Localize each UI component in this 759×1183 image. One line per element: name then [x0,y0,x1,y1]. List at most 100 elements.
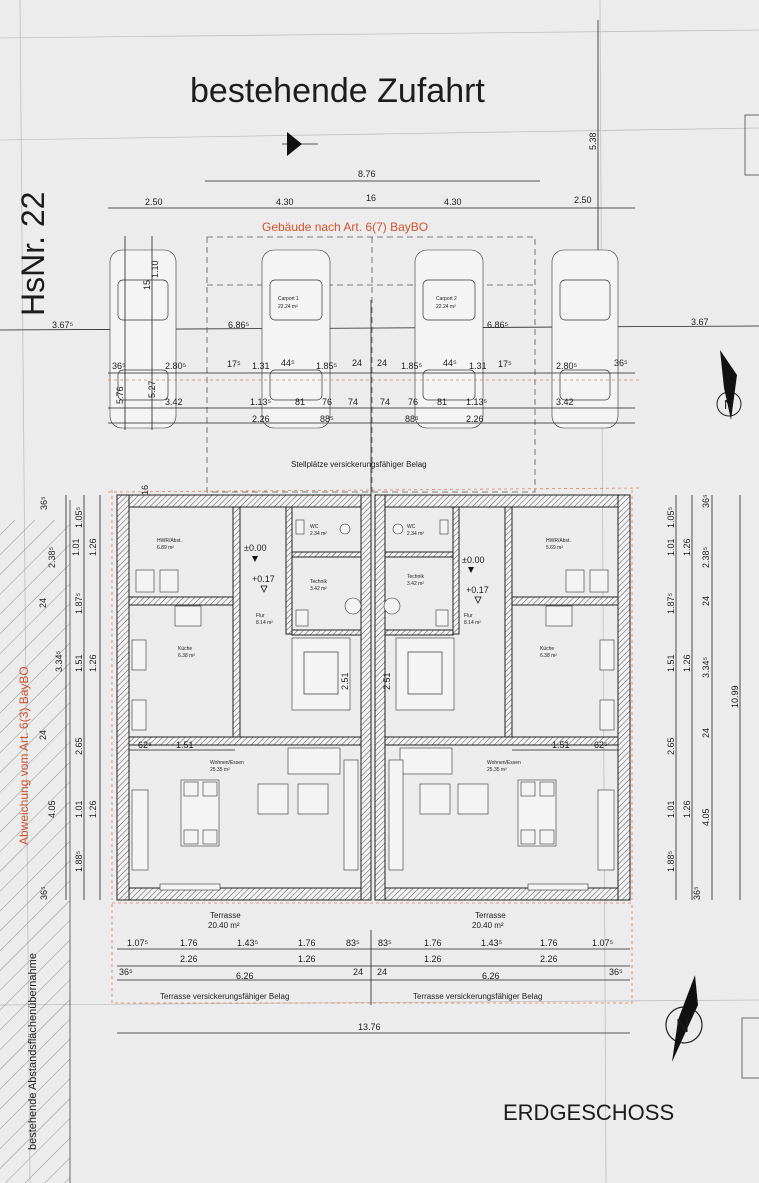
access-road-title: bestehende Zufahrt [190,72,485,110]
svg-text:5.76: 5.76 [115,386,125,404]
carport-dim-rows [107,372,641,493]
svg-text:8.14 m²: 8.14 m² [464,620,481,626]
wall-length-dim: 5.38 [588,132,598,150]
svg-text:1.85⁵: 1.85⁵ [401,361,423,371]
svg-text:6.26: 6.26 [236,971,254,981]
svg-text:1.76: 1.76 [540,938,558,948]
svg-text:Küche: Küche [540,646,554,652]
svg-text:36⁵: 36⁵ [39,886,49,900]
level-zero-right: ±0.00 [462,555,484,565]
parking-surface-label: Stellplätze versickerungsfähiger Belag [291,460,427,469]
svg-text:2.26: 2.26 [540,954,558,964]
svg-text:2.38⁵: 2.38⁵ [701,546,711,568]
furniture-right [383,519,615,891]
svg-text:62⁵: 62⁵ [138,740,152,750]
svg-text:1.43⁵: 1.43⁵ [481,938,503,948]
svg-text:4.05: 4.05 [701,808,711,826]
svg-text:24: 24 [38,598,48,608]
level-zero-left: ±0.00 [244,543,266,553]
svg-text:2.34 m²: 2.34 m² [407,531,424,537]
svg-text:24: 24 [38,730,48,740]
svg-text:1.51: 1.51 [74,654,84,672]
svg-text:25.35 m²: 25.35 m² [210,767,230,773]
svg-text:6.89 m²: 6.89 m² [157,545,174,551]
left-dimensions: 36⁵ 1.05⁵ 2.38⁵ 1.01 1.26 24 1.87⁵ 3.34⁵… [38,495,101,900]
svg-text:24: 24 [352,358,362,368]
svg-text:Terrasse versickerungsfähiger: Terrasse versickerungsfähiger Belag [160,992,289,1001]
svg-text:17⁵: 17⁵ [498,359,512,369]
svg-text:1.51: 1.51 [552,740,570,750]
svg-text:5.69 m²: 5.69 m² [546,545,563,551]
section-marker-icon [282,132,318,156]
svg-text:6.26: 6.26 [482,971,500,981]
svg-text:88⁵: 88⁵ [405,414,419,424]
svg-text:6.86⁵: 6.86⁵ [228,320,250,330]
svg-text:2.65: 2.65 [74,737,84,755]
svg-text:Wohnen/Essen: Wohnen/Essen [487,760,521,766]
house-walls [116,494,631,901]
svg-text:1.10: 1.10 [150,260,160,278]
svg-text:3.34⁵: 3.34⁵ [54,650,64,672]
svg-text:16: 16 [366,193,376,203]
svg-text:1.05⁵: 1.05⁵ [74,506,84,528]
svg-text:3.42: 3.42 [556,397,574,407]
svg-text:17⁵: 17⁵ [227,359,241,369]
svg-text:20.40 m²: 20.40 m² [208,921,240,930]
svg-text:1.13⁵: 1.13⁵ [250,397,272,407]
svg-text:Terrasse versickerungsfähiger: Terrasse versickerungsfähiger Belag [413,992,542,1001]
building-rule-label: Gebäude nach Art. 6(7) BayBO [262,220,428,234]
level-plus-right: +0.17 [466,585,489,595]
svg-text:2.80⁵: 2.80⁵ [556,361,578,371]
bottom-dimensions: 1.07⁵ 1.76 1.43⁵ 1.76 83⁵ 83⁵ 1.76 1.43⁵… [117,938,630,1034]
north-arrow-icon-bottom: N [665,975,703,1062]
svg-text:1.31: 1.31 [252,361,270,371]
svg-text:1.88⁵: 1.88⁵ [74,850,84,872]
svg-text:3.67: 3.67 [691,317,709,327]
house-number-label: HsNr. 22 [15,192,51,316]
furniture-left [131,519,362,891]
svg-text:1.26: 1.26 [88,538,98,556]
svg-text:Technik: Technik [310,579,327,585]
svg-text:3.42 m²: 3.42 m² [407,581,424,587]
svg-text:2.34 m²: 2.34 m² [310,531,327,537]
svg-text:Wohnen/Essen: Wohnen/Essen [210,760,244,766]
svg-text:1.26: 1.26 [88,800,98,818]
right-dimensions: 36⁵ 1.05⁵ 2.38⁵ 1.01 1.26 24 1.87⁵ 3.34⁵… [666,494,741,900]
svg-text:5.27: 5.27 [147,380,157,398]
svg-text:2.80⁵: 2.80⁵ [165,361,187,371]
svg-text:24: 24 [701,728,711,738]
existing-setback-hatch [0,520,70,1183]
svg-text:1.87⁵: 1.87⁵ [74,592,84,614]
stair-dim-right: 2.51 [382,672,392,690]
svg-text:4.30: 4.30 [444,197,462,207]
svg-text:Flur: Flur [464,613,473,619]
svg-text:36⁵: 36⁵ [692,886,702,900]
svg-text:1.01: 1.01 [71,538,81,556]
svg-text:1.01: 1.01 [74,800,84,818]
adjacent-building-outline [744,114,759,176]
svg-text:1.76: 1.76 [180,938,198,948]
svg-text:10.99: 10.99 [730,685,740,708]
svg-text:2.26: 2.26 [466,414,484,424]
dims-row-2: 3.42 1.13⁵ 81 76 74 74 76 81 1.13⁵ 3.42 [165,397,574,407]
svg-text:2.50: 2.50 [574,195,592,205]
terrace-outline [111,902,633,1004]
rooms-right: HWR/Abst. 5.69 m² WC 2.34 m² Technik 3.4… [407,524,571,773]
svg-text:1.87⁵: 1.87⁵ [666,592,676,614]
svg-text:2.65: 2.65 [666,737,676,755]
rooms-left: HWR/Abst. 6.89 m² WC 2.34 m² Technik 3.4… [157,524,327,773]
car-4 [551,249,619,429]
svg-text:36⁵: 36⁵ [701,494,711,508]
svg-text:83⁵: 83⁵ [378,938,392,948]
svg-text:1.26: 1.26 [298,954,316,964]
svg-text:Terrasse: Terrasse [210,911,241,920]
svg-text:Flur: Flur [256,613,265,619]
svg-text:N: N [676,1016,689,1036]
svg-text:24: 24 [701,596,711,606]
car-3 [414,249,484,429]
existing-setback-label: bestehende Abstandsflächenübernahme [27,953,39,1150]
svg-text:4.30: 4.30 [276,197,294,207]
svg-text:1.76: 1.76 [424,938,442,948]
svg-text:N: N [724,397,733,412]
svg-text:HWR/Abst.: HWR/Abst. [546,538,571,544]
